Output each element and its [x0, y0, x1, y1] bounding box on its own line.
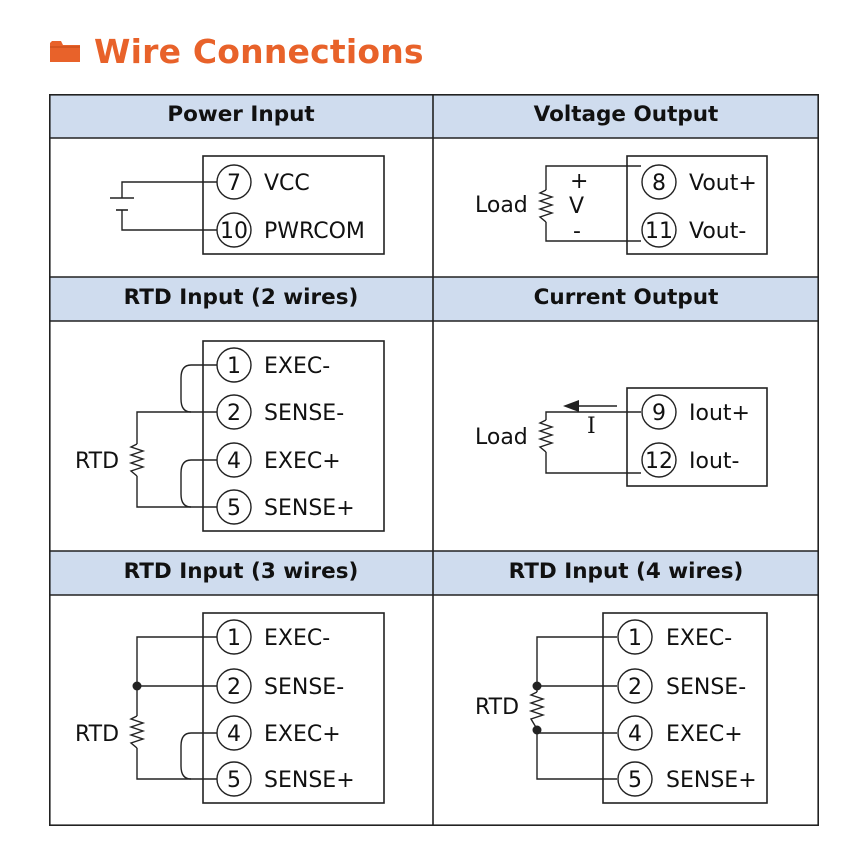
pin-circle: [617, 761, 653, 797]
rtd-4-wire-title: RTD Input (4 wires): [508, 559, 744, 584]
pin-number: 2: [227, 675, 241, 700]
pin-label: SENSE-: [264, 401, 344, 426]
rtd-label: RTD: [75, 449, 119, 474]
header-band-row1: [49, 94, 819, 138]
rtd-label: RTD: [75, 722, 119, 747]
pin-number: 1: [227, 626, 241, 651]
power-input-title: Power Input: [167, 102, 315, 127]
pin-circle: [216, 668, 252, 704]
pin-label: VCC: [264, 171, 310, 196]
pin-label: Iout-: [689, 449, 739, 474]
pin-number: 4: [628, 722, 642, 747]
pin-label: EXEC+: [264, 449, 341, 474]
resistor-icon: [537, 189, 555, 223]
current-output-title: Current Output: [533, 285, 719, 310]
pin-label: PWRCOM: [264, 219, 365, 244]
pin-number: 2: [628, 675, 642, 700]
rtd-3-wire-title: RTD Input (3 wires): [123, 559, 359, 584]
pin-label: EXEC-: [264, 354, 330, 379]
resistor-icon: [537, 419, 555, 453]
pin-number: 8: [652, 171, 666, 196]
pin-circle: [617, 715, 653, 751]
pin-number: 12: [645, 449, 673, 474]
pin-circle: [216, 489, 252, 525]
rtd-label: RTD: [475, 695, 519, 720]
rtd-2-wire-diagram: RTD 1 2 4 5 EXEC- SENSE- EXEC+ SENSE+: [75, 340, 385, 532]
plus-sign: +: [570, 169, 588, 194]
pin-number: 1: [628, 626, 642, 651]
wire-connections-table: 7 10 VCC PWRCOM Load + V - 8 11 Vout+ Vo…: [49, 94, 819, 826]
pin-label: EXEC-: [264, 626, 330, 651]
resistor-icon: [528, 691, 546, 730]
pin-number: 5: [628, 768, 642, 793]
pin-circle: [216, 212, 252, 248]
rtd-3-wire-diagram: RTD 1 2 4 5 EXEC- SENSE- EXEC+ SENSE+: [75, 612, 385, 804]
pin-label: EXEC-: [666, 626, 732, 651]
table-grid: [49, 94, 819, 826]
pin-label: Iout+: [689, 401, 750, 426]
pin-label: Vout+: [689, 171, 757, 196]
page-header: Wire Connections: [50, 28, 424, 74]
current-output-diagram: I Load 9 12 Iout+ Iout-: [475, 387, 768, 487]
junction-dot: [132, 681, 142, 691]
junction-dot: [532, 725, 542, 735]
header-band-row3: [49, 551, 819, 595]
pin-circle: [641, 394, 677, 430]
voltage-symbol: V: [569, 194, 584, 219]
pin-circle: [641, 212, 677, 248]
pin-number: 11: [645, 219, 673, 244]
pin-number: 10: [220, 219, 248, 244]
wiring-diagram: 7 10 VCC PWRCOM Load + V - 8 11 Vout+ Vo…: [49, 94, 819, 826]
pin-circle: [641, 164, 677, 200]
pin-number: 5: [227, 768, 241, 793]
pin-number: 2: [227, 401, 241, 426]
pin-circle: [216, 394, 252, 430]
pin-circle: [216, 761, 252, 797]
rtd-4-wire-diagram: RTD 1 2 4 5 EXEC- SENSE- EXEC+ SENSE+: [475, 612, 768, 804]
pin-label: SENSE-: [264, 675, 344, 700]
pin-label: EXEC+: [264, 722, 341, 747]
pin-circle: [216, 347, 252, 383]
pin-label: SENSE+: [264, 768, 355, 793]
voltage-output-diagram: Load + V - 8 11 Vout+ Vout-: [475, 155, 768, 255]
pin-number: 5: [227, 496, 241, 521]
pin-label: SENSE+: [666, 768, 757, 793]
pin-label: SENSE-: [666, 675, 746, 700]
load-label: Load: [475, 425, 528, 450]
resistor-icon: [128, 443, 146, 477]
voltage-output-title: Voltage Output: [533, 102, 719, 127]
pin-number: 9: [652, 401, 666, 426]
resistor-icon: [128, 715, 146, 749]
pin-number: 1: [227, 354, 241, 379]
pin-circle: [216, 715, 252, 751]
pin-number: 4: [227, 722, 241, 747]
header-band-row2: [49, 277, 819, 321]
load-label: Load: [475, 193, 528, 218]
current-symbol: I: [587, 414, 596, 439]
folder-icon: [50, 41, 80, 62]
pin-number: 7: [227, 171, 241, 196]
pin-circle: [641, 442, 677, 478]
junction-dot: [532, 681, 542, 691]
power-input-diagram: 7 10 VCC PWRCOM: [110, 155, 385, 255]
minus-sign: -: [573, 219, 581, 244]
pin-circle: [617, 619, 653, 655]
pin-number: 4: [227, 449, 241, 474]
rtd-2-wire-title: RTD Input (2 wires): [123, 285, 359, 310]
pin-circle: [216, 619, 252, 655]
pin-circle: [216, 164, 252, 200]
pin-label: Vout-: [689, 219, 746, 244]
pin-label: EXEC+: [666, 722, 743, 747]
pin-circle: [617, 668, 653, 704]
page-title: Wire Connections: [94, 31, 424, 71]
pin-circle: [216, 442, 252, 478]
pin-label: SENSE+: [264, 496, 355, 521]
